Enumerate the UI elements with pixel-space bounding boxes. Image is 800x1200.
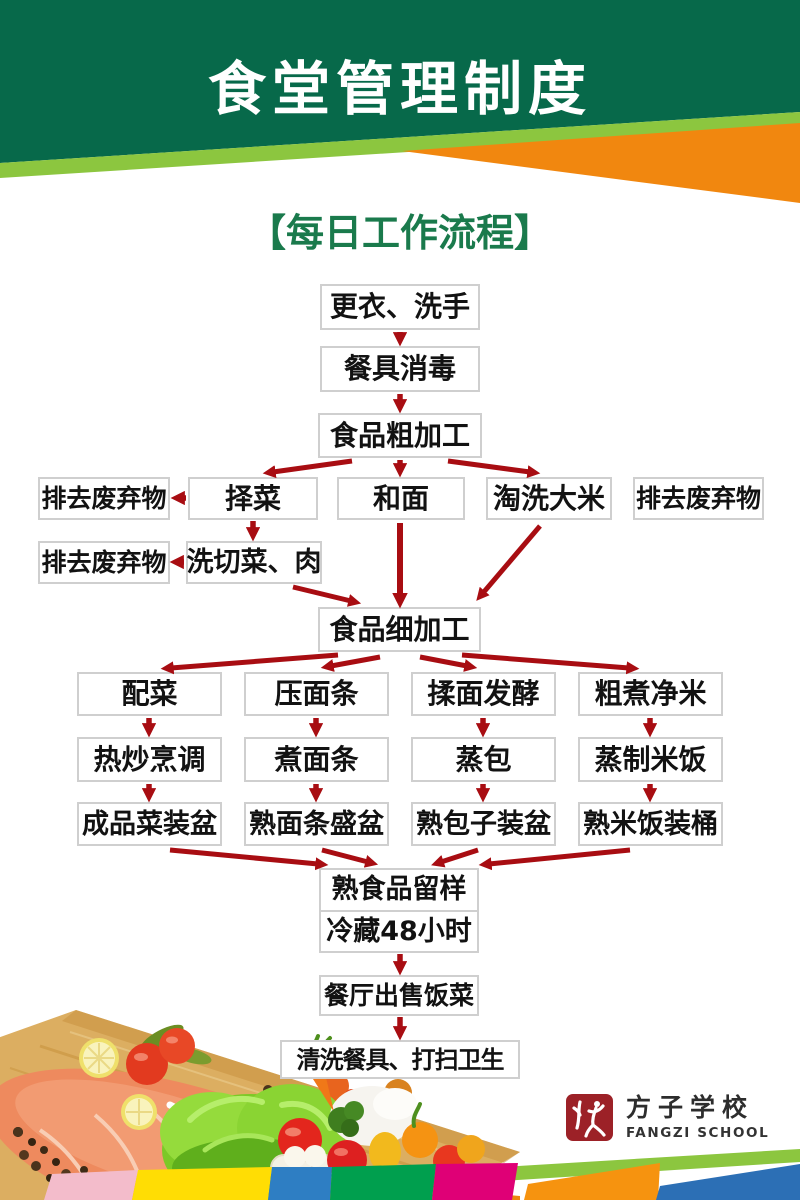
flow-node-fine-processing: 食品细加工 bbox=[318, 607, 481, 652]
tomato-big bbox=[278, 1118, 322, 1162]
flow-node-waste-left1: 排去废弃物 bbox=[38, 477, 170, 520]
footer-color-strip bbox=[44, 1163, 800, 1200]
poster-title: 食堂管理制度 bbox=[207, 55, 592, 123]
flow-node-sample-retention: 熟食品留样 冷藏48小时 bbox=[319, 868, 479, 953]
flow-node-noodles-to-pot: 熟面条盛盆 bbox=[244, 802, 389, 846]
flow-node-prep-rice: 粗煮净米 bbox=[578, 672, 723, 716]
logo-name-en: FANGZI SCHOOL bbox=[626, 1124, 770, 1141]
section-title: 【每日工作流程】 bbox=[247, 211, 552, 255]
fangzi-logo-mark bbox=[566, 1094, 613, 1141]
flow-node-rough-processing: 食品粗加工 bbox=[318, 413, 482, 458]
flow-node-knead-ferment: 揉面发酵 bbox=[411, 672, 556, 716]
flow-node-wash-rice: 淘洗大米 bbox=[486, 477, 612, 520]
garlic-white bbox=[330, 1086, 417, 1146]
flow-node-change-wash: 更衣、洗手 bbox=[320, 284, 480, 330]
flow-node-disinfect: 餐具消毒 bbox=[320, 346, 480, 392]
flow-node-sell-meals: 餐厅出售饭菜 bbox=[319, 975, 479, 1016]
flow-node-dish-to-pot: 成品菜装盆 bbox=[77, 802, 222, 846]
lettuce bbox=[160, 1084, 347, 1200]
bell-peppers bbox=[327, 1102, 485, 1185]
flow-node-boil-noodles: 煮面条 bbox=[244, 737, 389, 782]
flow-node-knead-dough: 和面 bbox=[337, 477, 465, 520]
flow-node-press-noodles: 压面条 bbox=[244, 672, 389, 716]
fangzi-school-logo: 方子学校 FANGZI SCHOOL bbox=[566, 1094, 769, 1141]
flow-node-waste-left2: 排去废弃物 bbox=[38, 541, 170, 584]
flow-node-pick-veg: 择菜 bbox=[188, 477, 318, 520]
logo-name-cn: 方子学校 bbox=[626, 1093, 755, 1123]
footer-green-band bbox=[318, 1149, 800, 1192]
food-collage bbox=[0, 1010, 520, 1200]
lemon-slices bbox=[79, 1038, 220, 1132]
footer-orange-wedge bbox=[0, 1153, 520, 1200]
flow-node-wash-cut: 洗切菜、肉 bbox=[186, 541, 322, 584]
flow-node-stir-fry: 热炒烹调 bbox=[77, 737, 222, 782]
flow-node-side-dish: 配菜 bbox=[77, 672, 222, 716]
sample-line2: 冷藏48小时 bbox=[321, 909, 477, 952]
flow-node-steam-rice: 蒸制米饭 bbox=[578, 737, 723, 782]
bay-leaves bbox=[140, 1024, 212, 1065]
broccoli bbox=[328, 1101, 364, 1137]
flow-node-clean-up: 清洗餐具、打扫卫生 bbox=[280, 1040, 520, 1079]
header-band-orange bbox=[402, 123, 800, 203]
flow-node-rice-to-bucket: 熟米饭装桶 bbox=[578, 802, 723, 846]
sample-line1: 熟食品留样 bbox=[331, 874, 467, 906]
flow-node-steam-buns: 蒸包 bbox=[411, 737, 556, 782]
flow-node-waste-right: 排去废弃物 bbox=[633, 477, 764, 520]
cauliflower bbox=[270, 1145, 337, 1190]
cutting-board bbox=[0, 1010, 520, 1200]
peppercorns bbox=[13, 1085, 286, 1187]
flow-node-buns-to-pot: 熟包子装盆 bbox=[411, 802, 556, 846]
